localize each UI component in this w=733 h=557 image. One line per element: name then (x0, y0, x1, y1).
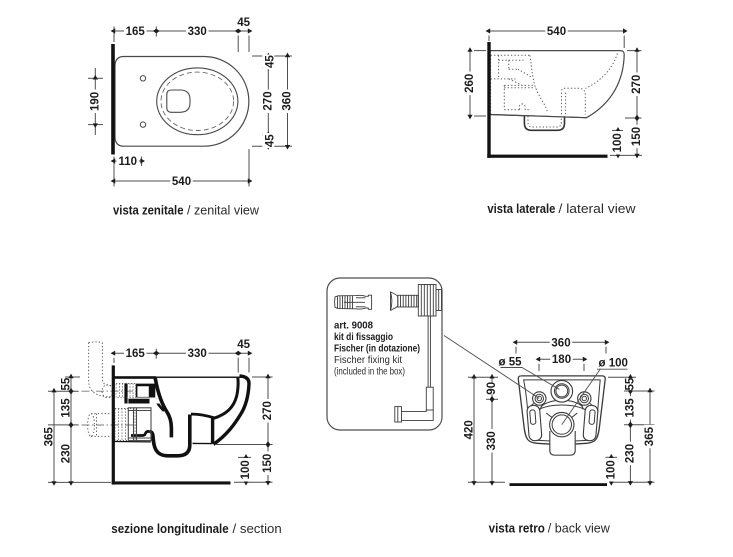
svg-text:55: 55 (61, 377, 73, 390)
svg-text:270: 270 (262, 401, 274, 420)
svg-text:ø 55: ø 55 (499, 357, 523, 369)
svg-text:230: 230 (624, 444, 636, 463)
svg-text:230: 230 (61, 444, 73, 463)
svg-text:190: 190 (89, 92, 101, 111)
svg-text:Fischer (in dotazione): Fischer (in dotazione) (334, 344, 420, 355)
svg-text:330: 330 (188, 26, 207, 38)
svg-text:330: 330 (188, 348, 207, 360)
svg-text:sezione longitudinale: sezione longitudinale (111, 521, 228, 536)
svg-text:135: 135 (624, 398, 636, 418)
svg-text:Fischer fixing kit: Fischer fixing kit (334, 355, 402, 366)
svg-text:365: 365 (44, 427, 56, 447)
svg-text:100: 100 (605, 460, 617, 479)
svg-text:45: 45 (237, 339, 250, 351)
svg-text:/ zenital view: / zenital view (187, 202, 260, 217)
svg-text:(included in the box): (included in the box) (334, 367, 405, 378)
svg-text:kit di fissaggio: kit di fissaggio (334, 332, 393, 343)
svg-text:vista zenitale: vista zenitale (113, 202, 184, 217)
svg-text:540: 540 (547, 26, 566, 38)
svg-text:vista retro: vista retro (489, 521, 545, 536)
svg-text:135: 135 (61, 398, 73, 418)
svg-text:/ section: / section (233, 521, 282, 536)
svg-text:165: 165 (126, 26, 146, 38)
svg-text:365: 365 (644, 426, 656, 446)
svg-text:330: 330 (486, 431, 498, 450)
svg-text:260: 260 (464, 74, 476, 93)
svg-text:180: 180 (552, 354, 571, 366)
svg-text:270: 270 (631, 75, 643, 94)
svg-text:420: 420 (464, 420, 476, 439)
svg-text:110: 110 (119, 156, 138, 168)
svg-text:100: 100 (240, 460, 252, 479)
svg-text:ø 100: ø 100 (599, 358, 628, 370)
svg-text:45: 45 (237, 17, 250, 29)
svg-text:360: 360 (551, 337, 570, 349)
svg-text:270: 270 (262, 91, 274, 110)
svg-text:45: 45 (264, 134, 276, 147)
svg-text:540: 540 (172, 176, 191, 188)
svg-text:45: 45 (264, 55, 276, 68)
svg-text:150: 150 (262, 454, 274, 473)
svg-text:55: 55 (624, 377, 636, 390)
svg-text:/ lateral view: / lateral view (559, 201, 637, 216)
svg-text:100: 100 (612, 133, 624, 152)
svg-text:vista laterale: vista laterale (487, 201, 555, 216)
svg-text:90: 90 (486, 382, 498, 395)
svg-text:art. 9008: art. 9008 (334, 321, 374, 332)
svg-text:165: 165 (126, 348, 146, 360)
svg-text:/ back view: / back view (548, 521, 611, 536)
svg-text:150: 150 (631, 127, 643, 146)
svg-text:360: 360 (282, 91, 294, 110)
